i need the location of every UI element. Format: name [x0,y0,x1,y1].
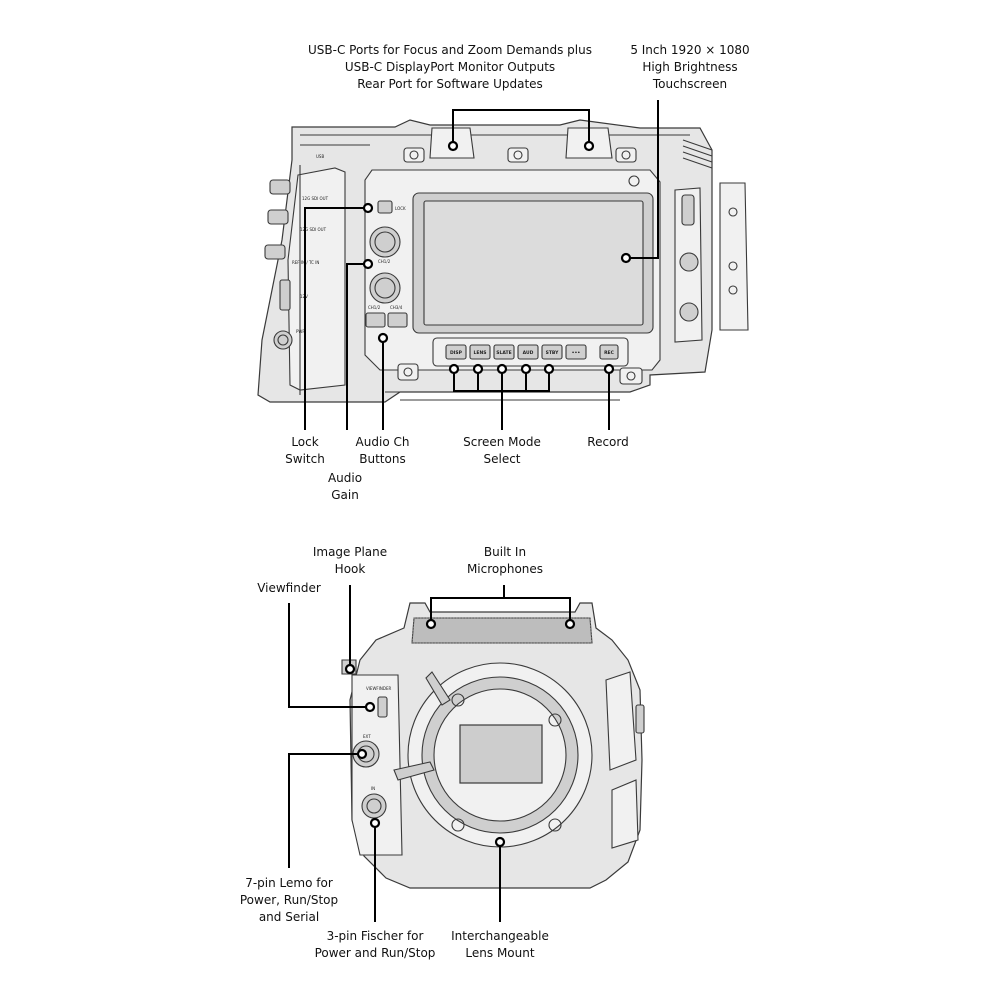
screen-mode-dot-4 [520,363,532,375]
side-label-usb: USB [316,154,324,159]
callout-usb-c-ports: USB-C Ports for Focus and Zoom Demands p… [308,43,592,91]
viewfinder-dot [364,701,376,713]
callout-record: Record [587,435,629,449]
callout-viewfinder: Viewfinder [257,581,321,595]
disp-button-label: DISP [450,350,463,356]
callout-built-in-microphones: Built In Microphones [466,545,544,576]
screen-mode-dot-3 [496,363,508,375]
lock-label: LOCK [395,206,406,211]
ch34-button-label: CH3/4 [390,305,403,310]
callout-audio-ch-buttons: Audio Ch Buttons [355,435,410,466]
screen-mode-dot-1 [448,363,460,375]
usb-c-port-dot-1 [447,140,459,152]
lock-switch-dot [362,202,374,214]
side-label-pwr: PWR [296,329,305,334]
viewfinder-port-label: VIEWFINDER [366,686,391,691]
stby-button[interactable] [541,344,563,360]
usb-c-port-dot-2 [583,140,595,152]
stby-button-label: STBY [546,350,559,356]
ch12-button-label: CH1/2 [368,305,381,310]
camera-rear-view: USB 12G SDI OUT 12G SDI OUT REF IN / TC … [257,119,749,403]
in-port-label: IN [371,786,375,791]
callout-screen-mode-select: Screen Mode Select [463,435,541,466]
disp-button[interactable] [445,344,467,360]
ext-port-label: EXT [363,734,371,739]
screen-mode-buttons: DISP LENS SLATE AUD STBY ••• [445,344,587,360]
rec-button[interactable] [599,344,619,360]
lens-button-label: LENS [474,350,487,356]
slate-button-label: SLATE [496,350,511,356]
callout-lemo-7pin: 7-pin Lemo for Power, Run/Stop and Seria… [239,876,339,924]
record-dot [603,363,615,375]
more-button[interactable] [565,344,587,360]
rear-leaders [304,100,659,430]
more-button-label: ••• [572,351,581,356]
rec-button-label: REC [604,350,615,356]
lens-button[interactable] [469,344,491,360]
callout-lock-switch: Lock Switch [285,435,325,466]
slate-button[interactable] [493,344,515,360]
touchscreen-dot [620,252,632,264]
audio-ch-dot [377,332,389,344]
microphone-dot-1 [425,618,437,630]
callout-touchscreen: 5 Inch 1920 × 1080 High Brightness Touch… [630,43,750,91]
image-plane-hook-dot [344,663,356,675]
callout-audio-gain: Audio Gain [327,471,363,502]
aud-button-label: AUD [523,350,534,356]
side-label-sdi-1: 12G SDI OUT [302,196,329,201]
callout-image-plane-hook: Image Plane Hook [312,545,388,576]
microphone-dot-2 [564,618,576,630]
aud-button[interactable] [517,344,539,360]
screen-mode-dot-2 [472,363,484,375]
camera-front-view: VIEWFINDER EXT IN [341,602,645,889]
callout-fischer-3pin: 3-pin Fischer for Power and Run/Stop [314,929,436,960]
front-leaders [288,585,576,922]
screen-mode-dot-5 [543,363,555,375]
lemo-dot [356,748,368,760]
callout-lens-mount: Interchangeable Lens Mount [451,929,549,960]
audio-gain-dot [362,258,374,270]
side-label-sdi-2: 12G SDI OUT [300,227,327,232]
lens-mount-dot [494,836,506,848]
ch12-knob-label: CH1/2 [378,259,391,264]
fischer-dot [369,817,381,829]
